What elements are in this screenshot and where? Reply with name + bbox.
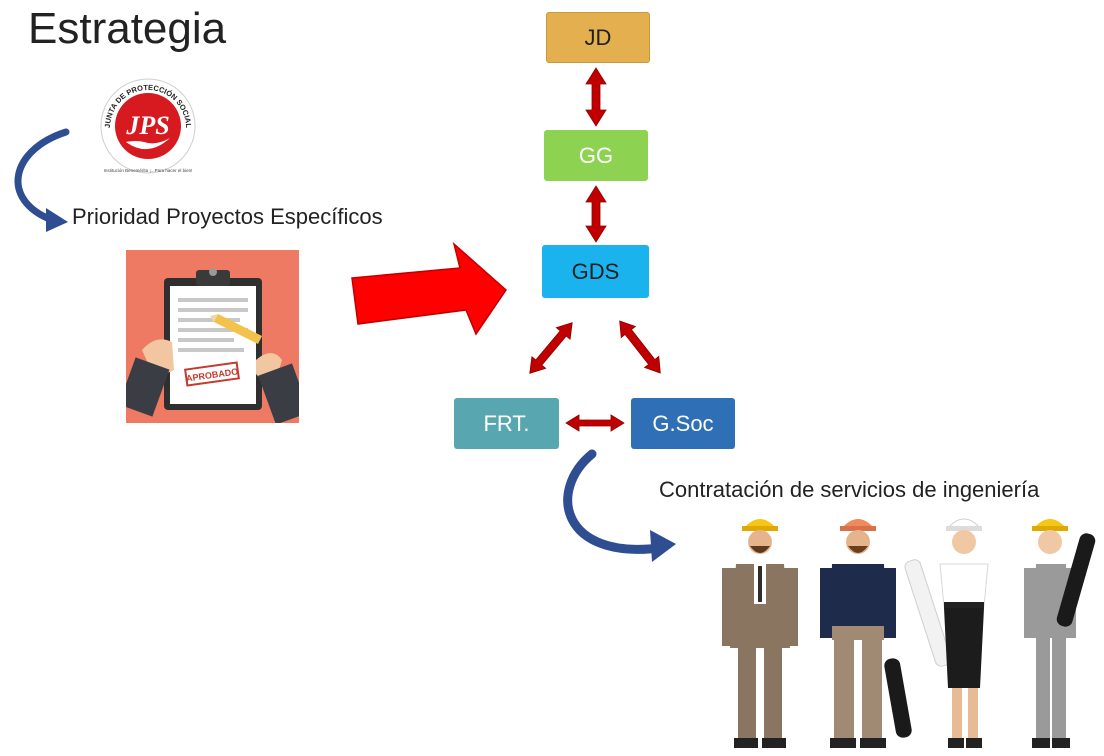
connector-gds-gsoc xyxy=(619,320,661,374)
logo-bottom-text: Institución Benemérita ¡...Para hacer el… xyxy=(104,168,193,173)
engineer-figure xyxy=(722,519,798,748)
node-gds: GDS xyxy=(542,245,649,298)
node-gg: GG xyxy=(544,130,648,181)
connector-gds-frt xyxy=(529,322,573,374)
slide-title: Estrategia xyxy=(28,4,227,53)
caption-priority: Prioridad Proyectos Específicos xyxy=(72,204,383,229)
node-gsoc: G.Soc xyxy=(631,398,735,449)
engineer-figure xyxy=(1024,519,1096,748)
connector-jd-gg xyxy=(585,67,607,127)
engineers-illustration xyxy=(714,508,1098,751)
connector-frt-gsoc xyxy=(565,414,625,432)
node-frt: FRT. xyxy=(454,398,559,449)
caption-hiring: Contratación de servicios de ingeniería xyxy=(659,477,1040,502)
jps-logo: JPS JUNTA DE PROTECCIÓN SOCIAL Instituci… xyxy=(96,76,200,180)
connector-gg-gds xyxy=(585,185,607,243)
engineer-figure xyxy=(820,519,912,748)
engineer-figure xyxy=(904,518,989,748)
approved-clipboard-illustration: APROBADO xyxy=(118,250,310,425)
logo-monogram: JPS xyxy=(125,111,169,140)
node-jd: JD xyxy=(546,12,650,63)
